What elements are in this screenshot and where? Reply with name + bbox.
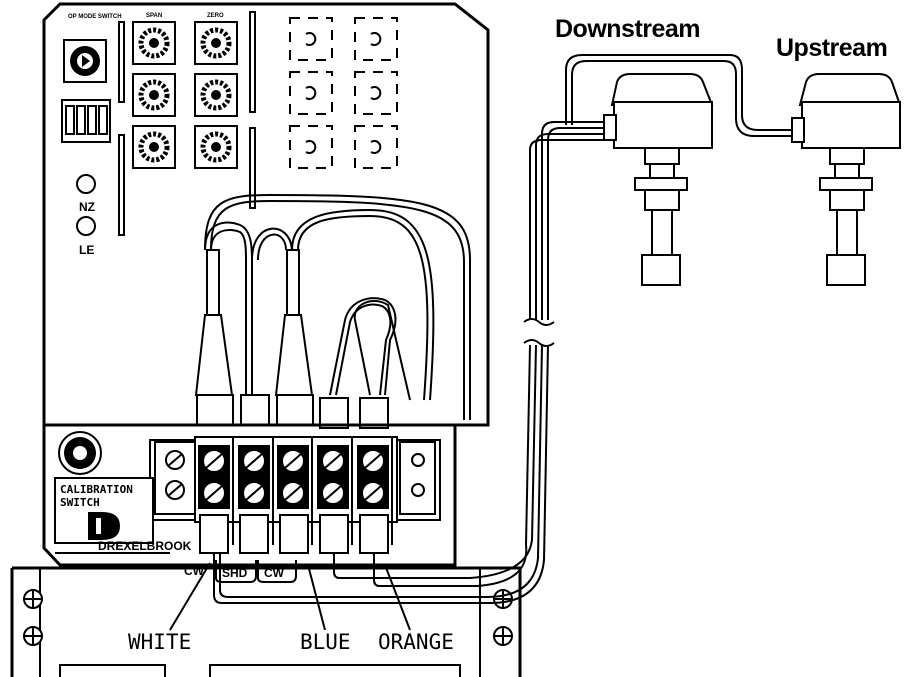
nz-label: NZ	[79, 200, 95, 214]
led-nz: NZ	[76, 174, 96, 214]
calibration-label-line2: SWITCH	[60, 496, 100, 509]
dip-switch	[61, 99, 111, 143]
op-mode-switch: OP MODE SWITCH	[63, 14, 122, 83]
upstream-sensor: Upstream	[776, 34, 902, 286]
blue-wire-label: BLUE	[300, 630, 351, 654]
circuit-board	[42, 2, 490, 567]
zero-label: ZERO	[207, 13, 224, 19]
span-label: SPAN	[146, 13, 162, 19]
external-cables	[213, 54, 793, 604]
empty-sockets	[289, 17, 398, 169]
downstream-sensor: Downstream	[555, 15, 714, 286]
screw-icon	[23, 626, 43, 646]
led-le: LE	[76, 216, 96, 257]
terminal-cw-left-label: CW	[184, 564, 205, 578]
calibration-label-line1: CALIBRATION	[60, 483, 133, 496]
terminal-shd-label: SHD	[222, 566, 248, 580]
wire-sleeves	[194, 249, 389, 429]
screw-icon	[493, 589, 513, 609]
lower-connectors	[199, 514, 389, 554]
op-mode-label: OP MODE SWITCH	[68, 14, 122, 20]
terminal-cw-right-label: CW	[264, 566, 285, 580]
screw-icon	[23, 589, 43, 609]
drexelbrook-logo-icon	[88, 512, 120, 540]
internal-wiring	[204, 193, 471, 420]
terminal-screws	[194, 436, 398, 545]
le-label: LE	[79, 243, 94, 257]
orange-wire-label: ORANGE	[378, 630, 454, 654]
span-dial-2	[132, 73, 176, 117]
brand-label: DREXELBROOK	[98, 539, 192, 553]
downstream-label: Downstream	[555, 15, 700, 43]
calibration-switch: CALIBRATION SWITCH DREXELBROOK	[54, 431, 192, 554]
cable-break	[523, 318, 555, 347]
upstream-label: Upstream	[776, 34, 887, 62]
zero-dial-3	[194, 125, 238, 169]
screw-icon	[493, 626, 513, 646]
white-wire-label: WHITE	[128, 630, 191, 654]
span-dial-3	[132, 125, 176, 169]
span-dial-1	[132, 21, 176, 65]
zero-dial-2	[194, 73, 238, 117]
mounting-bracket	[10, 566, 522, 677]
zero-dial-1	[194, 21, 238, 65]
